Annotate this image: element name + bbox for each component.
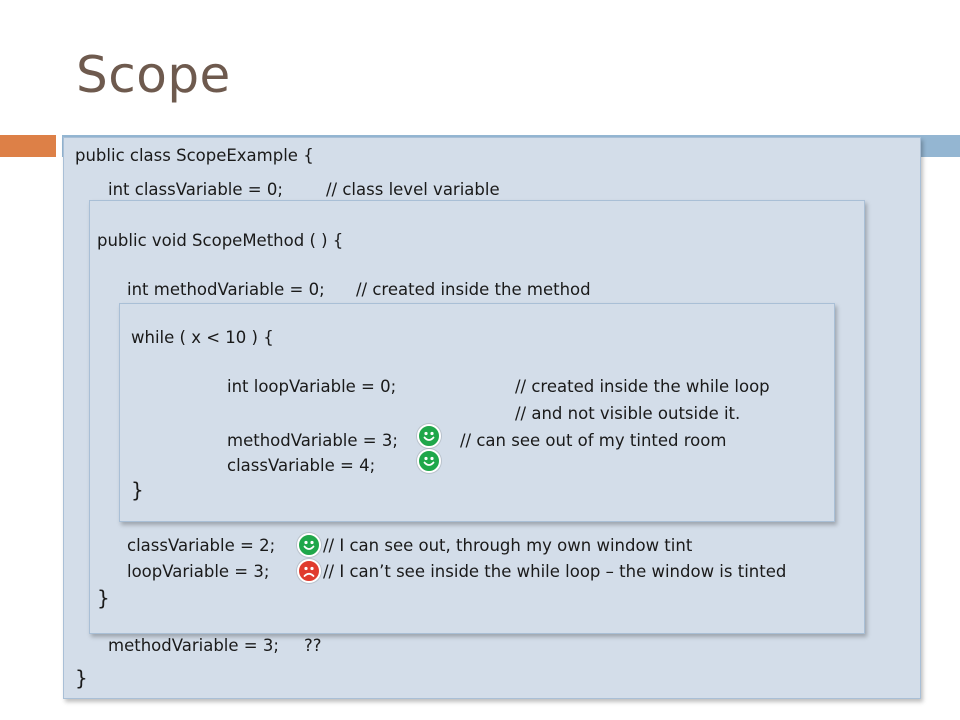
code-method-loop-assign: loopVariable = 3; [127, 562, 270, 581]
code-class-method-comment: ?? [304, 636, 322, 655]
code-loop-method-assign: methodVariable = 3; [227, 431, 398, 450]
smiley-face-icon [297, 533, 321, 557]
code-method-var-comment: // created inside the method [356, 280, 591, 299]
smiley-face-icon [417, 449, 441, 473]
code-class-var-comment: // class level variable [326, 180, 500, 199]
code-loop-method-comment: // can see out of my tinted room [460, 431, 727, 450]
page-title: Scope [76, 46, 231, 104]
code-method-var: int methodVariable = 0; [127, 280, 325, 299]
code-loop-var-comment-1: // created inside the while loop [515, 377, 770, 396]
code-method-class-assign: classVariable = 2; [127, 536, 276, 555]
code-method-close: } [97, 586, 110, 610]
code-while-close: } [131, 478, 144, 502]
code-class-var: int classVariable = 0; [108, 180, 283, 199]
sad-face-icon [297, 559, 321, 583]
smiley-face-icon [417, 424, 441, 448]
code-method-loop-comment: // I can’t see inside the while loop – t… [323, 562, 787, 581]
code-while-open: while ( x < 10 ) { [131, 328, 274, 347]
code-method-open: public void ScopeMethod ( ) { [97, 231, 344, 250]
code-loop-class-assign: classVariable = 4; [227, 456, 376, 475]
code-loop-var: int loopVariable = 0; [227, 377, 397, 396]
code-method-class-comment: // I can see out, through my own window … [323, 536, 693, 555]
code-loop-var-comment-2: // and not visible outside it. [515, 404, 741, 423]
code-class-method-assign: methodVariable = 3; [108, 636, 279, 655]
accent-bar-orange [0, 135, 56, 157]
code-class-close: } [75, 666, 88, 690]
code-class-open: public class ScopeExample { [75, 146, 314, 165]
loop-scope-box [119, 303, 835, 522]
